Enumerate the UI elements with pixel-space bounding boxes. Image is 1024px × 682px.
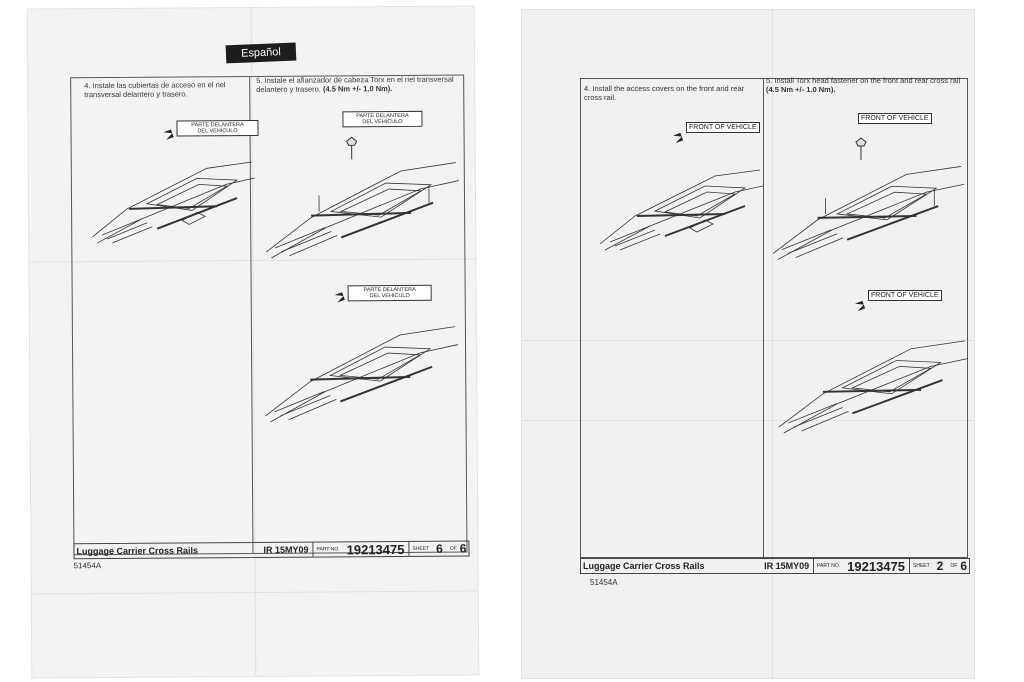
front-of-vehicle-label: PARTE DELANTERA DEL VEHÍCULO xyxy=(176,119,259,137)
spanish-instruction-sheet: Español 4. Instale las cubiertas de acce… xyxy=(27,6,479,678)
step-4-text: 4. Install the access covers on the fron… xyxy=(584,84,745,102)
document-code: IR 15MY09 xyxy=(263,544,309,555)
title-block: Luggage Carrier Cross Rails IR 15MY09 PA… xyxy=(580,558,970,574)
english-instruction-sheet: 4. Install the access covers on the fron… xyxy=(522,10,974,678)
document-code: IR 15MY09 xyxy=(764,561,810,571)
sheet-total: 6 xyxy=(459,541,467,556)
fold-line xyxy=(772,10,773,678)
fold-line xyxy=(522,420,974,421)
step-5-text: 5. Install Torx head fastener on the fro… xyxy=(766,76,961,94)
of-label: OF xyxy=(449,545,457,552)
front-of-vehicle-label: PARTE DELANTERA DEL VEHÍCULO xyxy=(347,284,432,302)
part-no-label: PART NO. xyxy=(813,559,843,573)
document-title: Luggage Carrier Cross Rails xyxy=(76,545,199,557)
front-of-vehicle-label: FRONT OF VEHICLE xyxy=(858,113,932,124)
front-of-vehicle-label: PARTE DELANTERA DEL VEHÍCULO xyxy=(342,110,423,128)
language-tab: Español xyxy=(225,42,297,64)
torx-fastener-icon xyxy=(345,136,358,160)
car-roof-diagram-icon xyxy=(599,169,764,251)
torx-fastener-icon xyxy=(855,137,867,160)
column-divider xyxy=(763,79,764,557)
car-roof-diagram-icon xyxy=(772,166,965,260)
fold-line xyxy=(522,340,974,341)
car-roof-diagram-icon xyxy=(778,340,969,434)
sheet-total: 6 xyxy=(960,559,967,573)
of-label: OF xyxy=(950,563,958,569)
front-of-vehicle-label: FRONT OF VEHICLE xyxy=(686,122,760,133)
sheet-label: SHEET xyxy=(909,559,933,573)
part-no-label: PART NO. xyxy=(312,542,343,557)
front-of-vehicle-label: FRONT OF VEHICLE xyxy=(868,290,942,301)
step-5-text: 5. Instale el afianzador de cabeza Torx … xyxy=(256,74,454,94)
document-id: 51454A xyxy=(73,561,102,571)
car-roof-diagram-icon xyxy=(92,161,255,244)
step-4-text: 4. Instale las cubiertas de acceso en el… xyxy=(84,80,226,100)
part-number: 19213475 xyxy=(346,541,405,557)
sheet-number: 2 xyxy=(936,559,944,573)
sheet-label: SHEET xyxy=(408,541,433,556)
part-number: 19213475 xyxy=(847,558,905,574)
document-title: Luggage Carrier Cross Rails xyxy=(583,561,705,571)
document-id: 51454A xyxy=(590,578,618,587)
title-block: Luggage Carrier Cross Rails IR 15MY09 PA… xyxy=(73,540,470,560)
sheet-number: 6 xyxy=(436,541,443,556)
instruction-frame xyxy=(580,78,968,558)
car-roof-diagram-icon xyxy=(266,162,459,259)
car-roof-diagram-icon xyxy=(265,326,459,423)
